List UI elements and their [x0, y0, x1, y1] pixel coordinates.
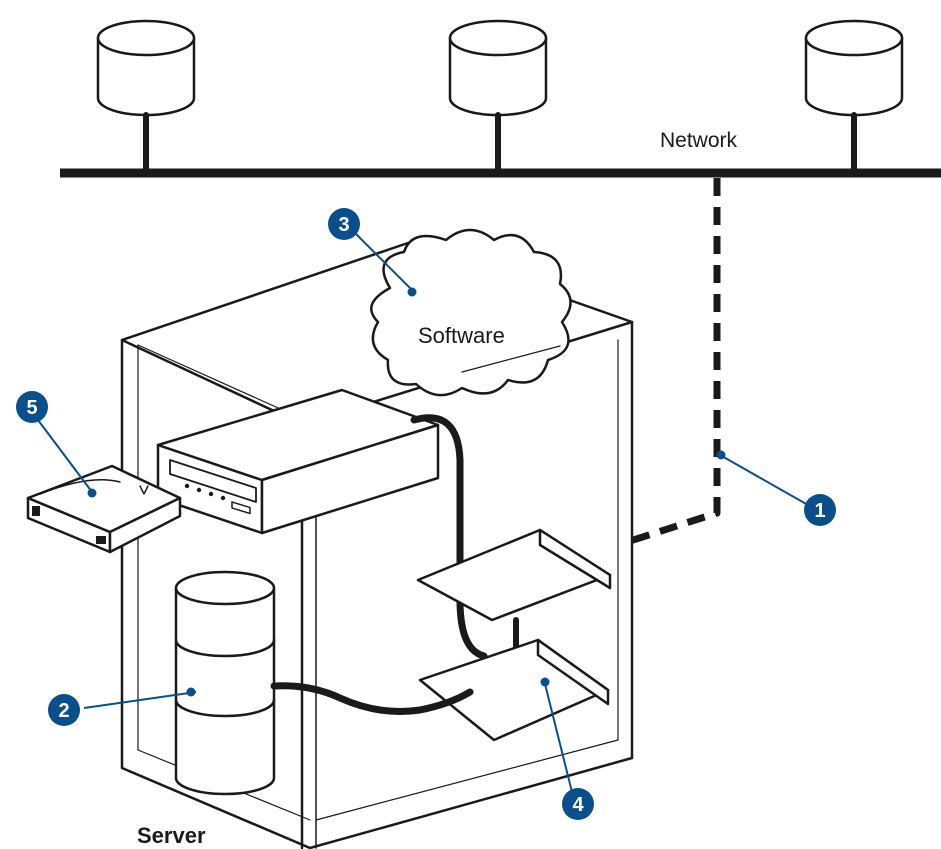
software-cloud [370, 228, 572, 397]
software-label: Software [418, 323, 505, 348]
network-client-1 [96, 19, 196, 175]
svg-text:5: 5 [26, 397, 37, 419]
network-label: Network [660, 129, 738, 152]
callout-2: 2 [48, 694, 80, 726]
callout-4-leader [544, 683, 575, 801]
disk-cable [270, 682, 474, 715]
svg-text:2: 2 [58, 700, 69, 722]
server-disk [174, 570, 276, 796]
server-label: Server [137, 823, 206, 848]
tape-drive-cable [410, 414, 488, 660]
callout-3-leader [349, 227, 413, 291]
hba-card-upper [416, 528, 612, 622]
callout-5: 5 [16, 391, 48, 423]
callout-1-leader [719, 454, 809, 506]
svg-text:3: 3 [338, 214, 349, 236]
svg-text:4: 4 [572, 794, 584, 816]
tape-drive [156, 388, 440, 535]
network-client-3 [804, 19, 904, 175]
callout-3: 3 [328, 208, 360, 240]
svg-text:1: 1 [814, 500, 825, 522]
network-client-2 [448, 19, 548, 175]
callout-2-leader [83, 691, 197, 709]
tape-cartridge [26, 464, 182, 554]
callout-5-leader [37, 419, 93, 493]
hba-card-lower [418, 638, 610, 742]
callout-1: 1 [804, 494, 836, 526]
network-connection-dashed [591, 178, 721, 557]
callout-4: 4 [562, 788, 594, 820]
